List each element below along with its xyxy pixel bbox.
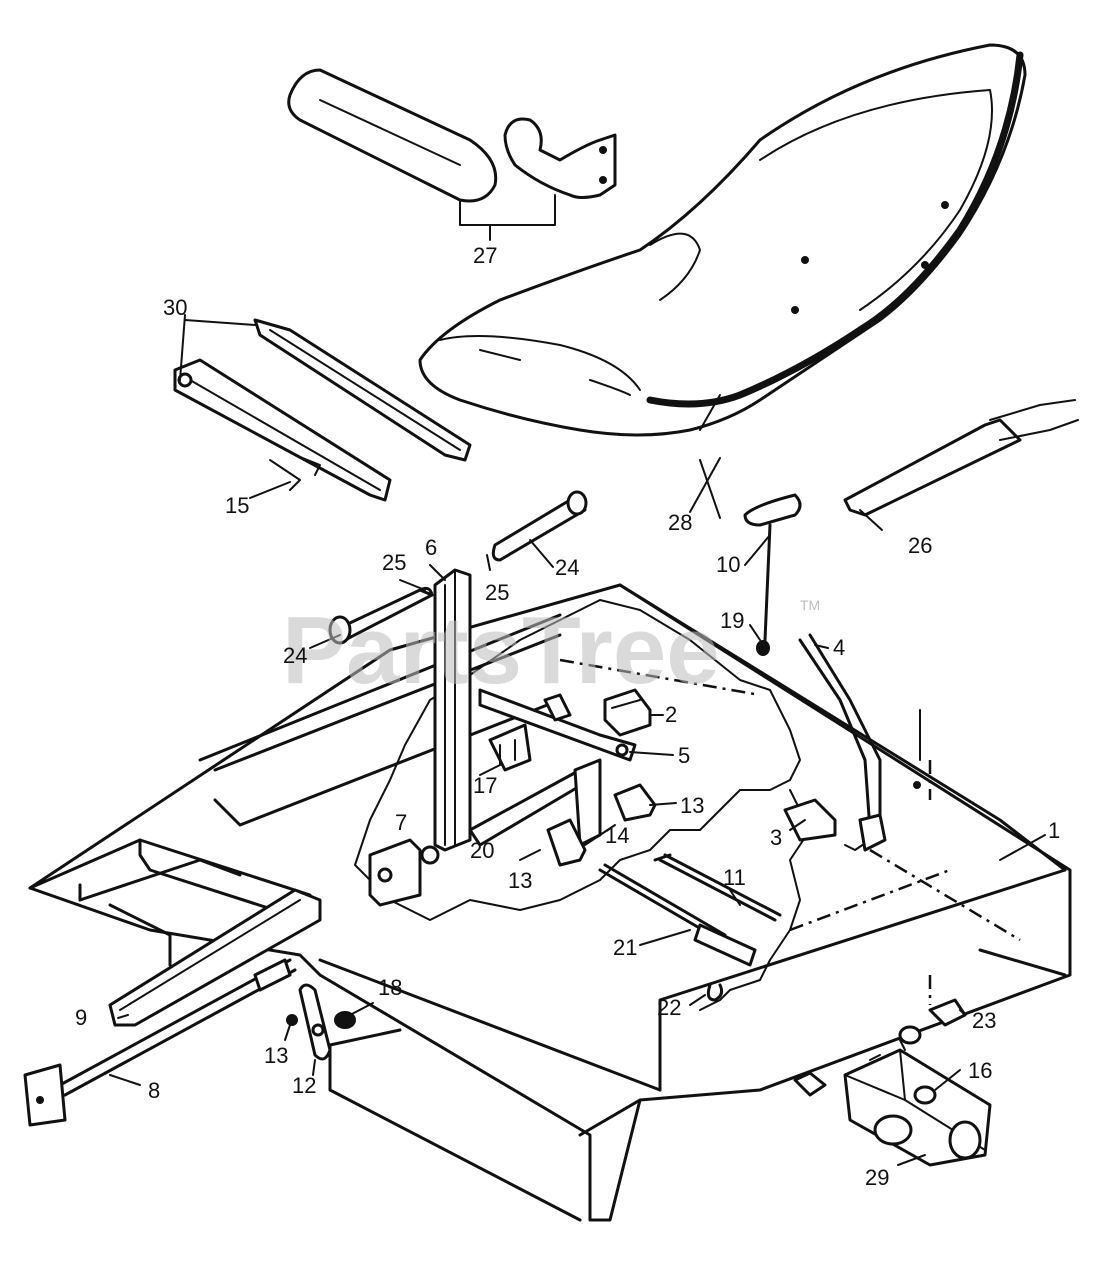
lift-handle-right bbox=[491, 490, 588, 562]
rear-rod bbox=[843, 399, 1079, 517]
callout-25b: 25 bbox=[485, 580, 509, 605]
bracket-3 bbox=[783, 798, 837, 842]
callout-24a: 24 bbox=[283, 643, 307, 668]
callout-16: 16 bbox=[968, 1058, 992, 1083]
lift-lever bbox=[368, 568, 472, 907]
lever-pin bbox=[743, 493, 802, 656]
bolt-13 bbox=[286, 1014, 298, 1026]
callout-4: 4 bbox=[833, 635, 845, 660]
cable-21 bbox=[598, 863, 757, 967]
callout-25a: 25 bbox=[382, 550, 406, 575]
bracket-13 bbox=[613, 783, 657, 822]
callout-5: 5 bbox=[678, 743, 690, 768]
callout-22: 22 bbox=[657, 995, 681, 1020]
callout-21: 21 bbox=[613, 935, 637, 960]
callout-15: 15 bbox=[225, 493, 249, 518]
seat bbox=[418, 43, 1027, 437]
callout-27: 27 bbox=[473, 243, 497, 268]
arm-12 bbox=[298, 983, 332, 1061]
body-marker bbox=[913, 709, 921, 789]
arm-rest bbox=[287, 68, 617, 241]
callout-30: 30 bbox=[163, 295, 187, 320]
callout-20: 20 bbox=[470, 838, 494, 863]
callout-24b: 24 bbox=[555, 555, 579, 580]
callout-13b: 13 bbox=[508, 868, 532, 893]
callout-11: 11 bbox=[723, 865, 746, 890]
callout-17: 17 bbox=[473, 773, 497, 798]
leader-lines bbox=[109, 314, 1046, 1166]
front-bar-9 bbox=[108, 888, 322, 1027]
callout-7: 7 bbox=[395, 810, 407, 835]
rod-assembly bbox=[468, 688, 637, 847]
callout-13c: 13 bbox=[264, 1043, 288, 1068]
callout-19: 19 bbox=[720, 608, 744, 633]
bracket-2 bbox=[603, 688, 652, 737]
callout-1: 1 bbox=[1048, 818, 1060, 843]
callout-labels: 1 2 3 4 5 6 7 8 9 10 11 12 13 13 13 14 1… bbox=[75, 243, 1060, 1190]
callout-18: 18 bbox=[378, 975, 402, 1000]
fitting-23 bbox=[928, 998, 967, 1027]
watermark-trademark: TM bbox=[800, 597, 820, 613]
switch-17 bbox=[488, 723, 532, 772]
callout-3: 3 bbox=[770, 825, 782, 850]
callout-29: 29 bbox=[865, 1165, 889, 1190]
watermark: PartsTree bbox=[282, 597, 720, 704]
callout-13a: 13 bbox=[680, 793, 704, 818]
fitting-16 bbox=[898, 1025, 937, 1105]
callout-14: 14 bbox=[605, 823, 629, 848]
callout-23: 23 bbox=[972, 1008, 996, 1033]
callout-28: 28 bbox=[668, 510, 692, 535]
callout-8: 8 bbox=[148, 1078, 160, 1103]
callout-12: 12 bbox=[292, 1073, 316, 1098]
shift-lever bbox=[798, 633, 887, 852]
bracket-14 bbox=[546, 818, 587, 867]
callout-2: 2 bbox=[665, 702, 677, 727]
rod-11 bbox=[653, 853, 782, 922]
callout-10: 10 bbox=[716, 552, 740, 577]
shaft-8 bbox=[23, 958, 297, 1127]
callout-26: 26 bbox=[908, 533, 932, 558]
callout-9: 9 bbox=[75, 1005, 87, 1030]
clip-22 bbox=[706, 983, 724, 1002]
seat-slide-rails bbox=[173, 318, 472, 502]
callout-6: 6 bbox=[425, 535, 437, 560]
valve-block bbox=[793, 1048, 992, 1167]
